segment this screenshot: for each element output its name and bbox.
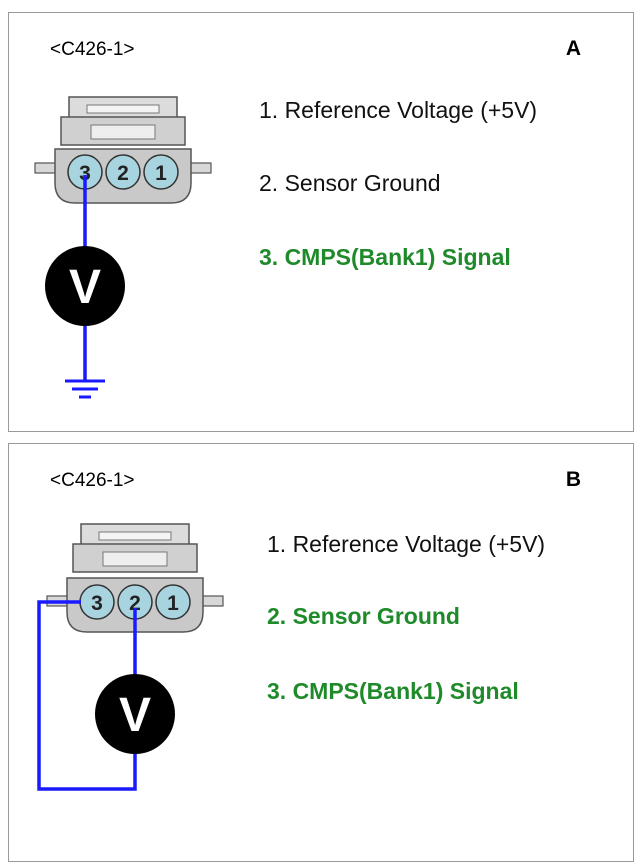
pin-number: 3	[91, 592, 103, 615]
pin-number: 2	[117, 162, 129, 185]
svg-text:V: V	[69, 261, 101, 314]
pin-2-description: 2. Sensor Ground	[267, 603, 460, 629]
pin-3-description: 3. CMPS(Bank1) Signal	[267, 678, 519, 704]
pin-1: 1	[155, 584, 191, 620]
pin-number: 1	[155, 162, 167, 185]
probe-wire-pin3	[37, 600, 137, 791]
pin-2: 2	[105, 154, 141, 190]
pin-3: 3	[79, 584, 115, 620]
pin-number: 1	[167, 592, 179, 615]
panel-b: <C426-1> B 3 2 1 V 1.	[8, 443, 634, 862]
pin-number: 3	[79, 162, 91, 185]
test-diagram-a: 3 2 1 V	[34, 96, 212, 399]
connector-id-label: <C426-1>	[50, 470, 135, 491]
panel-letter: A	[565, 37, 581, 60]
ground-icon	[65, 379, 105, 399]
svg-text:V: V	[119, 689, 151, 742]
pin-3-description: 3. CMPS(Bank1) Signal	[259, 244, 511, 270]
voltmeter-icon: V	[95, 674, 175, 754]
panel-letter: B	[565, 468, 581, 491]
pin-number: 2	[129, 592, 141, 615]
pin-1: 1	[143, 154, 179, 190]
test-diagram-b: 3 2 1 V	[37, 523, 224, 791]
voltmeter-icon: V	[45, 246, 125, 326]
pin-1-description: 1. Reference Voltage (+5V)	[259, 97, 538, 123]
pin-2-description: 2. Sensor Ground	[259, 170, 441, 196]
panel-a: <C426-1> A 3 2 1 V	[8, 12, 634, 432]
pin-1-description: 1. Reference Voltage (+5V)	[267, 531, 546, 557]
connector-id-label: <C426-1>	[50, 39, 135, 60]
